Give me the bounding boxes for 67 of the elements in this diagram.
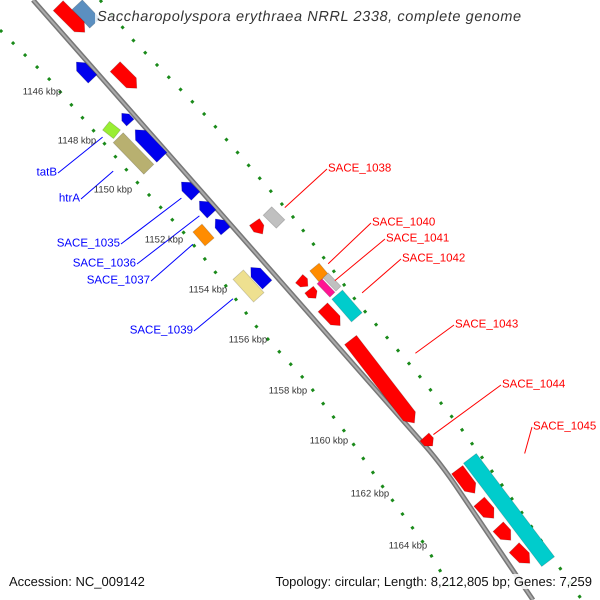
- scale-label: 1148 kbp: [58, 136, 96, 146]
- leader-line: [58, 136, 104, 174]
- leader-line: [150, 244, 194, 282]
- leader-line: [414, 324, 454, 354]
- gene-block: [344, 334, 416, 424]
- gene-label: SACE_1043: [455, 319, 518, 331]
- gene-label: htrA: [58, 193, 80, 205]
- gene-label: SACE_1036: [72, 258, 136, 270]
- accession-text: Accession: NC_009142: [9, 574, 145, 589]
- leader-line: [524, 426, 532, 454]
- gene-label: SACE_1044: [502, 379, 566, 391]
- scale-label: 1150 kbp: [94, 185, 132, 195]
- leader-line: [334, 238, 386, 282]
- gene-label: tatB: [36, 167, 57, 179]
- gene-block: [110, 61, 138, 89]
- gene-block: [419, 432, 434, 446]
- gene-block: [192, 224, 215, 246]
- gene-block: [473, 496, 494, 519]
- gene-block: [248, 218, 264, 234]
- gene-block: [304, 286, 318, 299]
- scale-label: 1146 kbp: [22, 87, 62, 97]
- gene-block: [214, 218, 231, 236]
- gene-label: SACE_1041: [386, 233, 450, 245]
- gene-block: [112, 132, 154, 175]
- gene-label: SACE_1045: [533, 421, 596, 433]
- gene-label: SACE_1037: [86, 275, 150, 287]
- scale-label: 1156 kbp: [228, 335, 268, 345]
- gene-block: [52, 0, 86, 33]
- gene-block: [318, 302, 341, 326]
- gene-block: [316, 278, 336, 298]
- gene-label: SACE_1039: [130, 325, 193, 337]
- gene-block: [199, 200, 216, 219]
- gene-block: [180, 182, 200, 201]
- gene-label: SACE_1040: [372, 217, 436, 229]
- gene-label: SACE_1035: [56, 238, 120, 250]
- genome-stats-text: Topology: circular; Length: 8,212,805 bp; Genes: 7,259: [275, 574, 592, 589]
- scale-label: 1152 kbp: [144, 235, 184, 245]
- scale-label: 1154 kbp: [188, 285, 228, 295]
- gene-label: SACE_1038: [328, 163, 392, 175]
- gene-block: [232, 269, 265, 303]
- gene-block: [76, 62, 98, 84]
- gene-block: [322, 272, 342, 292]
- gene-block: [492, 521, 512, 541]
- leader-line: [432, 384, 502, 436]
- gene-block: [294, 274, 308, 288]
- gene-block: [462, 452, 556, 568]
- gene-label: SACE_1042: [402, 253, 466, 265]
- leader-line: [80, 170, 114, 200]
- leader-line: [284, 168, 328, 208]
- scale-label: 1164 kbp: [388, 541, 428, 551]
- scale-label: 1162 kbp: [350, 489, 390, 499]
- scale-label: 1158 kbp: [268, 386, 308, 396]
- gene-block: [508, 542, 530, 564]
- gene-block: [309, 262, 329, 282]
- gene-block: [121, 112, 135, 127]
- gene-block: [134, 129, 168, 163]
- leader-line: [362, 258, 402, 294]
- leader-line: [136, 215, 200, 264]
- leader-line: [120, 198, 182, 244]
- gene-block: [102, 120, 121, 140]
- leader-line: [328, 222, 372, 264]
- leader-line: [194, 298, 234, 332]
- gene-block: [451, 464, 476, 494]
- gene-block: [331, 290, 363, 322]
- gene-block: [262, 206, 286, 229]
- scale-label: 1160 kbp: [310, 436, 348, 446]
- gene-block: [250, 266, 272, 290]
